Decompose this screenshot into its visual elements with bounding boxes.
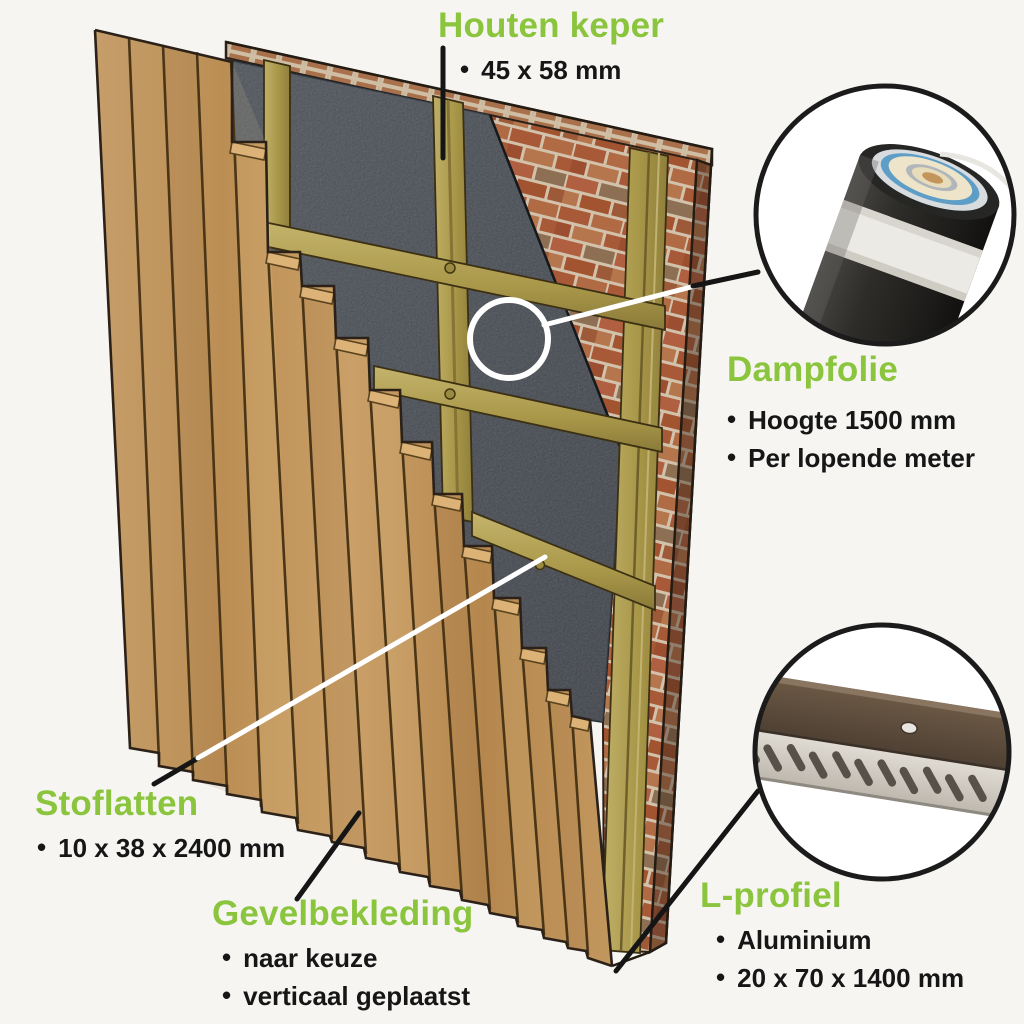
spec-text: verticaal geplaatst xyxy=(243,980,470,1011)
l-profiel-leader-line xyxy=(613,788,761,974)
wall-outline xyxy=(225,40,714,968)
label-dampfolie: Dampfolie • Hoogte 1500 mm • Per lopende… xyxy=(727,350,975,473)
label-title: Dampfolie xyxy=(727,350,898,389)
bullet-icon: • xyxy=(716,923,726,954)
stoflatten-battens xyxy=(263,220,666,612)
inset-circle-border xyxy=(753,83,1017,347)
spec-bullet: • 10 x 38 x 2400 mm xyxy=(37,831,286,863)
bullet-icon: • xyxy=(222,979,232,1010)
spec-bullet: • Aluminium xyxy=(716,923,964,955)
screw-icon xyxy=(444,388,456,400)
spec-text: 20 x 70 x 1400 mm xyxy=(737,962,965,993)
plank-top-bevels xyxy=(229,141,591,732)
bullet-icon: • xyxy=(716,961,726,992)
spec-text: Hoogte 1500 mm xyxy=(748,404,957,435)
bullet-icon: • xyxy=(727,403,737,434)
label-stoflatten: Stoflatten • 10 x 38 x 2400 mm xyxy=(35,784,286,863)
label-title: Stoflatten xyxy=(35,784,199,823)
spec-bullet: • verticaal geplaatst xyxy=(222,979,474,1011)
bullet-icon: • xyxy=(37,831,47,862)
dampfolie-roll-inset xyxy=(753,83,1017,347)
gevelbekleding-leader-line xyxy=(294,810,362,902)
wall-cutaway xyxy=(93,28,714,968)
label-title: Houten keper xyxy=(438,6,665,45)
spec-bullet: • Hoogte 1500 mm xyxy=(727,403,975,435)
spec-text: 10 x 38 x 2400 mm xyxy=(58,832,286,863)
spec-bullet: • 45 x 58 mm xyxy=(460,53,664,85)
profile-hole xyxy=(900,721,918,735)
leader-lines xyxy=(151,45,761,974)
l-profiel-inset xyxy=(752,622,1012,882)
spec-bullet: • Per lopende meter xyxy=(727,441,975,473)
label-title: L-profiel xyxy=(700,876,842,915)
spec-text: Per lopende meter xyxy=(748,442,975,473)
inset-circle-border xyxy=(752,622,1012,882)
spec-text: naar keuze xyxy=(243,942,378,973)
label-houten-keper: Houten keper • 45 x 58 mm xyxy=(438,6,665,85)
dampfolie-leader-line xyxy=(467,269,761,381)
label-gevelbekleding: Gevelbekleding • naar keuze • verticaal … xyxy=(212,894,474,1011)
houten-keper-battens xyxy=(263,58,669,954)
screw-icon xyxy=(444,262,456,274)
spec-text: 45 x 58 mm xyxy=(481,54,622,85)
spec-bullet: • naar keuze xyxy=(222,941,474,973)
detail-circle-marker xyxy=(467,297,551,381)
label-l-profiel: L-profiel • Aluminium • 20 x 70 x 1400 m… xyxy=(700,876,965,993)
bullet-icon: • xyxy=(222,941,232,972)
gevelbekleding-cladding xyxy=(93,28,614,968)
label-title: Gevelbekleding xyxy=(212,894,474,933)
bullet-icon: • xyxy=(460,53,470,84)
spec-bullet: • 20 x 70 x 1400 mm xyxy=(716,961,965,993)
bullet-icon: • xyxy=(727,441,737,472)
spec-text: Aluminium xyxy=(737,924,872,955)
stoflatten-leader-line xyxy=(151,554,548,787)
